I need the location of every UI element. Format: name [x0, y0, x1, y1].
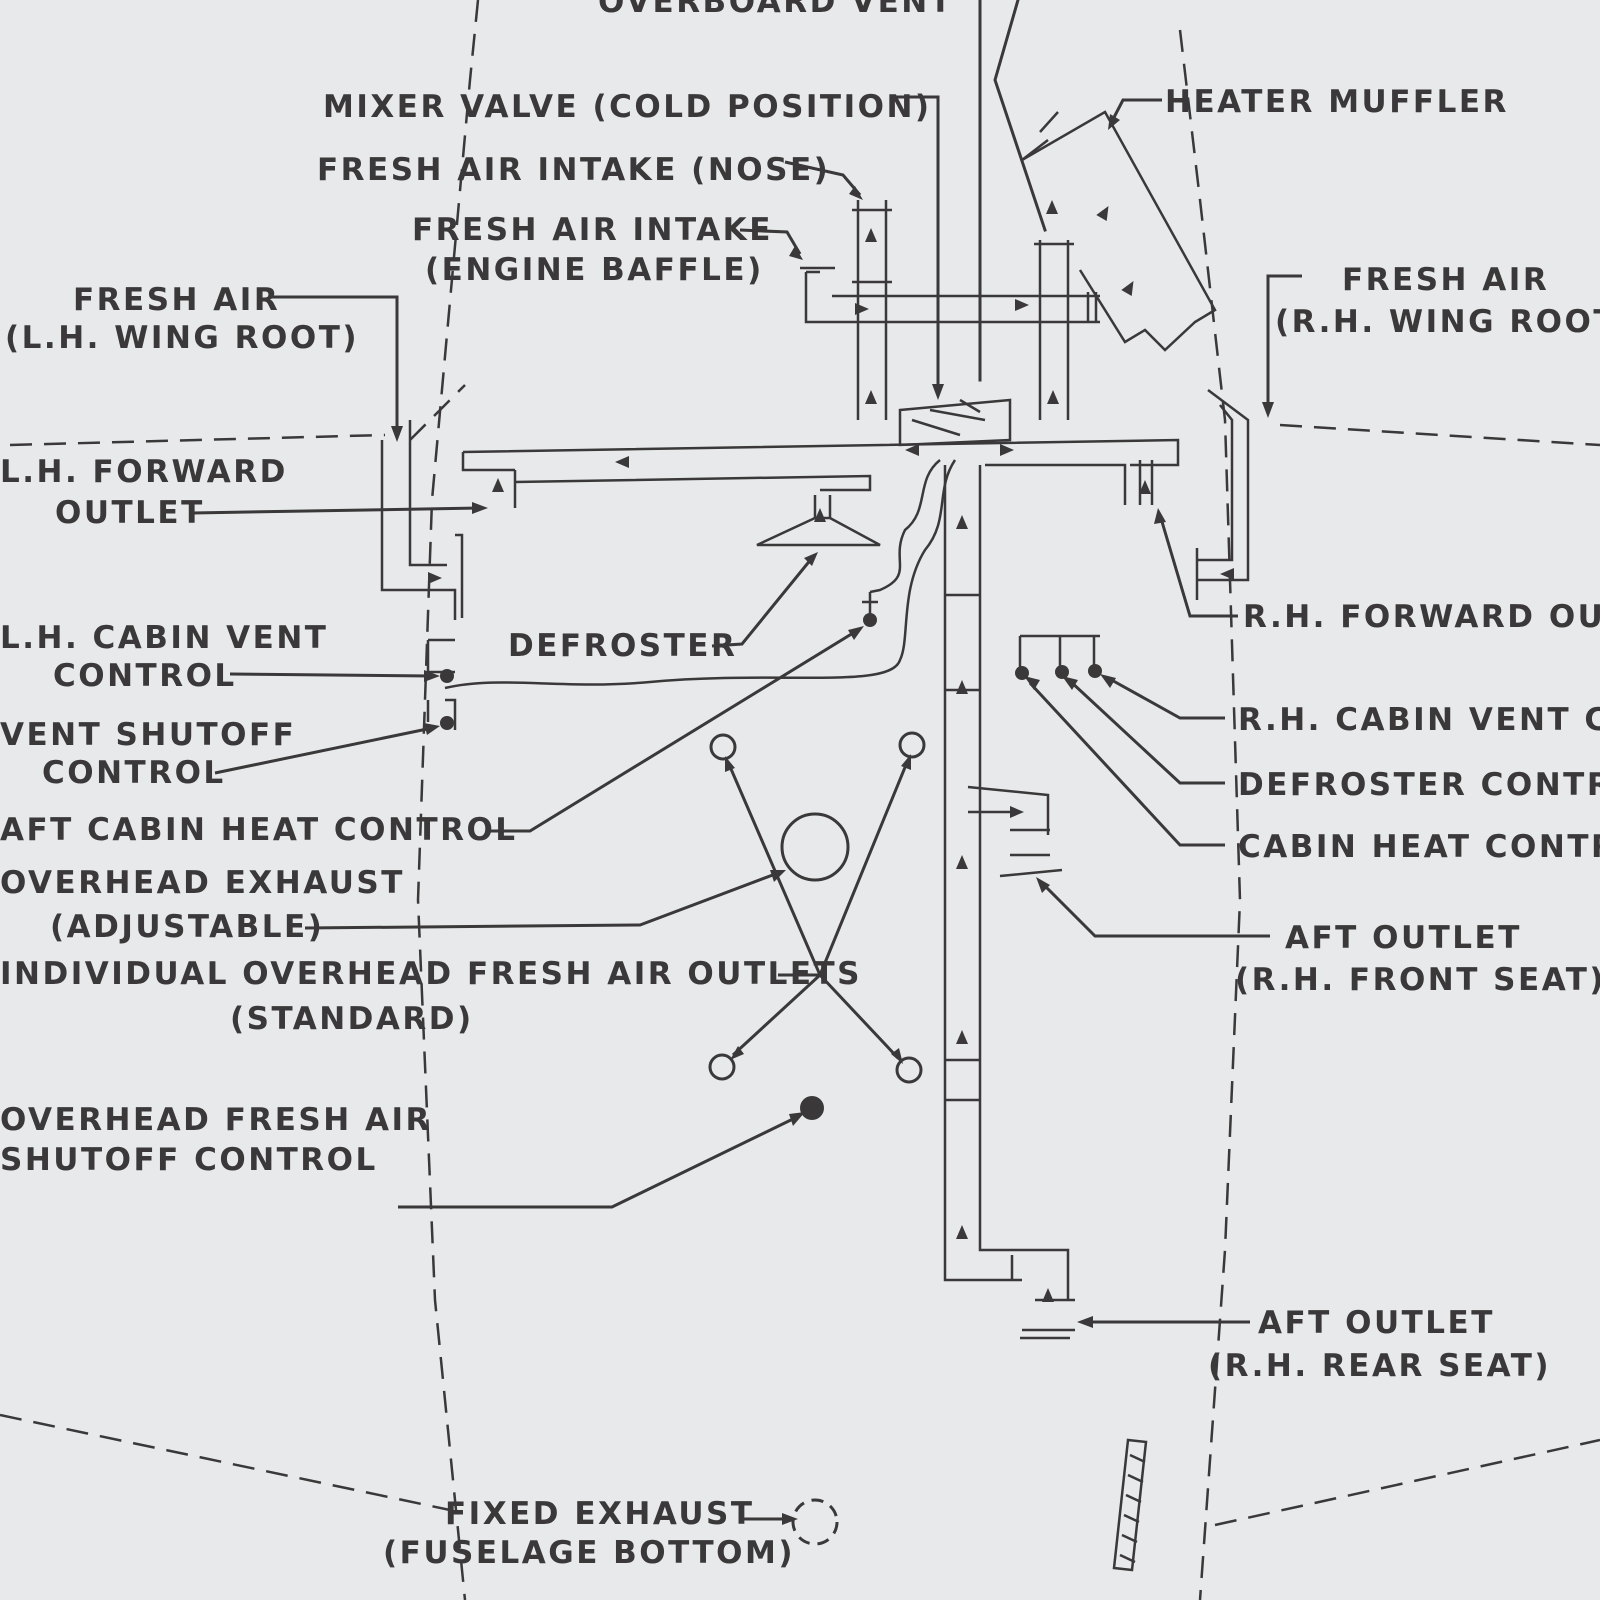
label-fresh-air-lh-line2: (L.H. WING ROOT) [5, 320, 359, 356]
label-overhead-exhaust-line1: OVERHEAD EXHAUST [0, 865, 405, 901]
aft-cabin-heat-knob-group [862, 592, 878, 627]
label-aft-outlet-front-line2: (R.H. FRONT SEAT) [1235, 962, 1600, 998]
fixed-exhaust-port [791, 1498, 839, 1546]
lh-control-knobs [426, 638, 457, 730]
label-cabin-heat-control: CABIN HEAT CONTROL [1238, 829, 1600, 865]
label-fixed-exhaust-line2: (FUSELAGE BOTTOM) [383, 1535, 795, 1571]
overhead-exhaust[interactable] [780, 812, 850, 882]
leader-arrowheads [391, 114, 1274, 1525]
label-mixer-valve: MIXER VALVE (COLD POSITION) [323, 89, 932, 125]
label-lh-forward-outlet-line1: L.H. FORWARD [0, 454, 288, 490]
label-aft-outlet-rear-line1: AFT OUTLET [1258, 1305, 1495, 1341]
overhead-outlet-rear-right[interactable] [895, 1056, 923, 1084]
overhead-outlets [708, 731, 926, 1546]
overhead-outlet-front-right[interactable] [898, 731, 926, 759]
duct-system [380, 0, 1250, 1340]
overhead-outlet-front-left[interactable] [709, 733, 737, 761]
lh-cabin-vent-knob[interactable] [440, 669, 454, 683]
label-lh-cabin-vent-line2: CONTROL [53, 658, 237, 694]
label-vent-shutoff-line2: CONTROL [42, 755, 226, 791]
label-overhead-shutoff-line2: SHUTOFF CONTROL [0, 1142, 378, 1178]
label-individual-outlets-line2: (STANDARD) [230, 1001, 474, 1037]
label-aft-outlet-rear-line2: (R.H. REAR SEAT) [1208, 1348, 1551, 1384]
defroster-knob[interactable] [1055, 665, 1069, 679]
label-defroster-control: DEFROSTER CONTROL [1238, 767, 1600, 803]
label-rh-forward-outlet: R.H. FORWARD OUTLET [1243, 599, 1600, 635]
label-overboard-vent: OVERBOARD VENT [598, 0, 953, 20]
label-fresh-air-intake-line2: (ENGINE BAFFLE) [425, 252, 764, 288]
overhead-shutoff-knob[interactable] [800, 1096, 824, 1120]
label-defroster: DEFROSTER [508, 628, 737, 664]
label-individual-outlets-line1: INDIVIDUAL OVERHEAD FRESH AIR OUTLETS [0, 956, 862, 992]
label-fresh-air-rh-line1: FRESH AIR [1342, 262, 1549, 298]
flow-arrows [428, 200, 1234, 1302]
label-vent-shutoff-line1: VENT SHUTOFF [0, 717, 296, 753]
hatched-strip [1112, 1438, 1148, 1572]
leader-lines [192, 95, 1302, 1521]
vent-shutoff-knob[interactable] [440, 716, 454, 730]
rh-cabin-vent-knob[interactable] [1088, 664, 1102, 678]
label-lh-cabin-vent-line1: L.H. CABIN VENT [0, 620, 328, 656]
label-rh-cabin-vent: R.H. CABIN VENT CONTROL [1238, 702, 1600, 738]
label-fresh-air-rh-line2: (R.H. WING ROOT) [1275, 304, 1600, 340]
label-aft-outlet-front-line1: AFT OUTLET [1285, 920, 1522, 956]
label-aft-cabin-heat: AFT CABIN HEAT CONTROL [0, 812, 518, 848]
rh-control-knobs [1015, 634, 1102, 680]
label-overhead-shutoff-line1: OVERHEAD FRESH AIR [0, 1102, 432, 1138]
label-fresh-air-intake-line1: FRESH AIR INTAKE [412, 212, 773, 248]
label-fixed-exhaust-line1: FIXED EXHAUST [445, 1496, 755, 1532]
aft-cabin-heat-knob[interactable] [863, 613, 877, 627]
label-heater-muffler: HEATER MUFFLER [1165, 84, 1509, 120]
label-fresh-air-intake-nose: FRESH AIR INTAKE (NOSE) [317, 152, 830, 188]
label-fresh-air-lh-line1: FRESH AIR [73, 282, 280, 318]
overhead-outlet-rear-left[interactable] [708, 1053, 736, 1081]
label-overhead-exhaust-line2: (ADJUSTABLE) [50, 909, 324, 945]
label-lh-forward-outlet-line2: OUTLET [55, 495, 205, 531]
